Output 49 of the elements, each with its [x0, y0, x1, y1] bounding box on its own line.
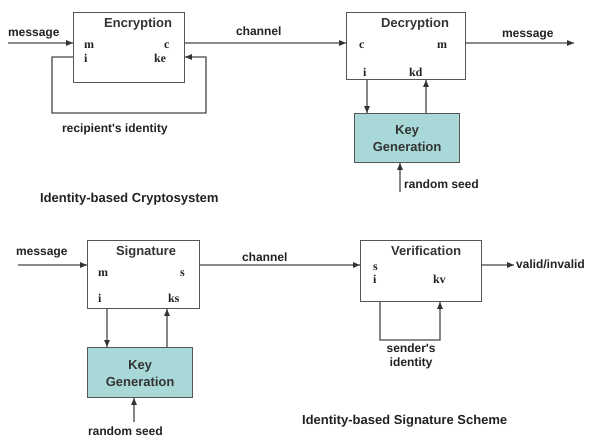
port-label: m — [437, 37, 447, 51]
edge-label: random seed — [88, 424, 163, 438]
section-caption: Identity-based Cryptosystem — [40, 189, 218, 207]
box-title: Verification — [391, 244, 462, 258]
process-box — [73, 12, 185, 83]
process-box — [346, 12, 466, 80]
port-label: ke — [154, 51, 166, 65]
edge-label: random seed — [404, 177, 479, 191]
process-box — [87, 240, 200, 309]
port-label: s — [180, 265, 185, 279]
port-label: c — [164, 37, 170, 51]
port-label: kv — [433, 272, 446, 286]
box-title: Decryption — [381, 16, 449, 30]
port-label: m — [84, 37, 94, 51]
box-title: Key Generation — [372, 121, 442, 155]
arrow — [18, 262, 87, 268]
arrow — [482, 262, 514, 268]
port-label: s — [373, 259, 378, 273]
arrow — [131, 398, 137, 422]
edge-label: channel — [236, 24, 282, 38]
section-caption: Identity-based Signature Scheme — [302, 411, 508, 429]
arrow — [423, 80, 429, 113]
arrow — [397, 163, 403, 192]
arrow — [8, 40, 73, 46]
port-label: i — [84, 51, 88, 65]
arrow — [364, 80, 370, 113]
box-title: Key Generation — [104, 356, 176, 390]
port-label: i — [373, 272, 376, 286]
port-label: c — [359, 37, 364, 51]
box-title: Encryption — [104, 16, 172, 30]
key-generation-box — [354, 113, 460, 163]
port-label: m — [98, 265, 108, 279]
port-label: kd — [409, 65, 422, 79]
arrow — [466, 40, 574, 46]
arrow — [379, 302, 443, 341]
edge-label: channel — [242, 250, 288, 264]
process-box — [360, 240, 482, 302]
key-generation-box — [87, 347, 193, 398]
edge-label: valid/invalid — [516, 257, 585, 271]
port-label: i — [98, 291, 102, 305]
arrow — [200, 262, 360, 268]
arrow — [51, 54, 207, 114]
arrow — [185, 40, 346, 46]
edge-label: recipient's identity — [62, 121, 168, 135]
port-label: i — [363, 65, 366, 79]
port-label: ks — [168, 291, 180, 305]
arrow — [104, 309, 110, 347]
box-title: Signature — [116, 244, 176, 258]
arrow — [164, 309, 170, 347]
